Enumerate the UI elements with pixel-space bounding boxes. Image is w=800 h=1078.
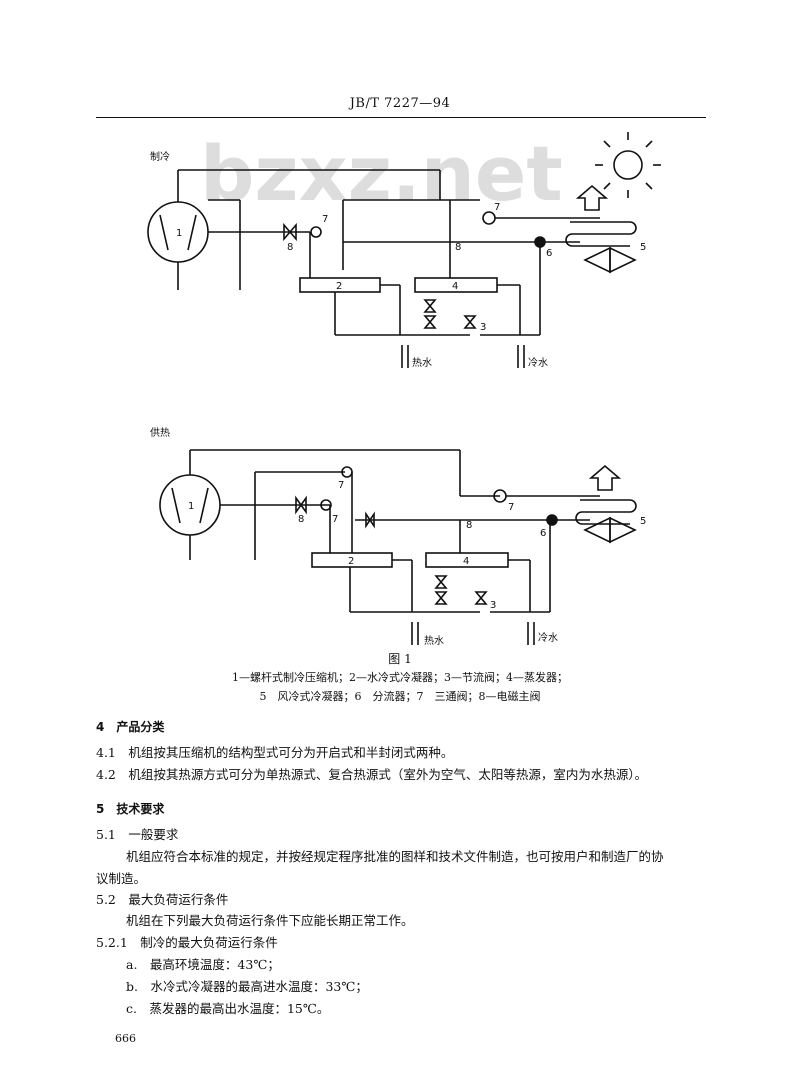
svg-text:4: 4 bbox=[452, 281, 458, 292]
svg-text:7: 7 bbox=[332, 514, 338, 525]
list-item-a: a. 最高环境温度：43℃； bbox=[126, 957, 280, 972]
figure-legend-line2: 5 风冷式冷凝器；6 分流器；7 三通阀；8—电磁主阀 bbox=[259, 690, 541, 703]
top-diagram: 制冷 bbox=[147, 132, 661, 368]
svg-text:6: 6 bbox=[546, 248, 552, 259]
section-4-heading: 4 产品分类 bbox=[96, 720, 165, 734]
page-header: JB/T 7227—94 bbox=[349, 96, 451, 111]
section-5-1-text-a: 机组应符合本标准的规定，并按经规定程序批准的图样和技术文件制造，也可按用户和制造… bbox=[126, 849, 664, 864]
section-5-1-heading: 5.1 一般要求 bbox=[96, 827, 179, 842]
list-item-b: b. 水冷式冷凝器的最高进水温度：33℃； bbox=[126, 979, 368, 994]
section-5-heading: 5 技术要求 bbox=[96, 802, 165, 816]
svg-text:7: 7 bbox=[494, 202, 500, 213]
bottom-mode-label: 供热 bbox=[150, 426, 170, 439]
svg-text:1: 1 bbox=[176, 228, 182, 239]
section-5-2-text: 机组在下列最大负荷运行条件下应能长期正常工作。 bbox=[126, 913, 414, 928]
svg-text:2: 2 bbox=[348, 556, 354, 567]
svg-text:8: 8 bbox=[298, 514, 304, 525]
svg-text:4: 4 bbox=[463, 556, 469, 567]
top-cold-water-label: 冷水 bbox=[528, 356, 548, 369]
svg-text:7: 7 bbox=[508, 502, 514, 513]
top-diagram-labels: 1 2 3 4 5 6 7 7 8 8 热水 冷水 bbox=[176, 202, 646, 369]
bottom-hot-water-label: 热水 bbox=[424, 634, 444, 647]
figure-legend-line1: 1—螺杆式制冷压缩机；2—水冷式冷凝器；3—节流阀；4—蒸发器； bbox=[232, 671, 568, 684]
section-4-2: 4.2 机组按其热源方式可分为单热源式、复合热源式（室外为空气、太阳等热源，室内… bbox=[96, 767, 648, 782]
list-item-c: c. 蒸发器的最高出水温度：15℃。 bbox=[126, 1001, 330, 1016]
svg-text:7: 7 bbox=[338, 480, 344, 491]
bottom-diagram: 供热 bbox=[150, 426, 637, 645]
svg-text:8: 8 bbox=[287, 242, 293, 253]
watermark-text: bzxz.net bbox=[200, 129, 563, 218]
section-5-2-1-heading: 5.2.1 制冷的最大负荷运行条件 bbox=[96, 935, 278, 950]
section-5-1-text-b: 议制造。 bbox=[96, 871, 147, 886]
top-mode-label: 制冷 bbox=[150, 150, 170, 163]
svg-text:7: 7 bbox=[322, 214, 328, 225]
svg-text:6: 6 bbox=[540, 528, 546, 539]
bottom-cold-water-label: 冷水 bbox=[538, 631, 558, 644]
bottom-diagram-labels: 1 2 3 4 5 6 7 7 7 8 8 热水 冷水 bbox=[188, 480, 646, 647]
svg-text:2: 2 bbox=[336, 281, 342, 292]
section-5-2-heading: 5.2 最大负荷运行条件 bbox=[96, 892, 229, 907]
svg-text:3: 3 bbox=[490, 600, 496, 611]
figure-caption: 图 1 bbox=[388, 652, 412, 666]
svg-text:5: 5 bbox=[640, 516, 646, 527]
svg-text:5: 5 bbox=[640, 242, 646, 253]
section-4-1: 4.1 机组按其压缩机的结构型式可分为开启式和半封闭式两种。 bbox=[96, 745, 454, 760]
svg-text:8: 8 bbox=[466, 520, 472, 531]
page-number: 666 bbox=[115, 1032, 136, 1045]
figure-1-diagrams: bzxz.net 制冷 bbox=[147, 129, 661, 647]
svg-text:8: 8 bbox=[455, 242, 461, 253]
svg-text:1: 1 bbox=[188, 501, 194, 512]
top-hot-water-label: 热水 bbox=[412, 356, 432, 369]
svg-text:3: 3 bbox=[480, 322, 486, 333]
header-rule bbox=[96, 117, 706, 118]
